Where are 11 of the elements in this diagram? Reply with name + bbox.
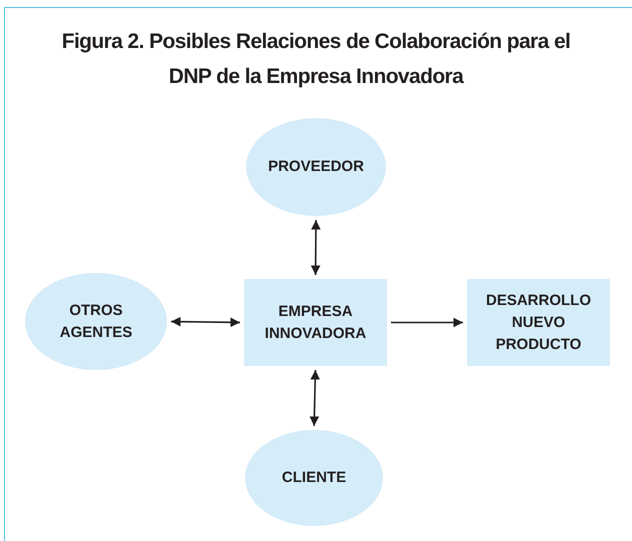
node-label: PROVEEDOR — [268, 157, 364, 177]
node-label: EMPRESA INNOVADORA — [264, 302, 368, 344]
process-box — [244, 279, 387, 366]
arrow — [391, 318, 463, 328]
process-box — [467, 279, 610, 366]
node-label: OTROS AGENTES — [58, 300, 134, 342]
arrow — [310, 220, 321, 275]
node-label: CLIENTE — [282, 468, 346, 488]
figure-title: Figura 2. Posibles Relaciones de Colaboración para el DNP de la Empresa Innovadora — [60, 29, 572, 90]
node-label: DESARROLLO NUEVO PRODUCTO — [485, 290, 592, 354]
arrow — [170, 316, 240, 328]
